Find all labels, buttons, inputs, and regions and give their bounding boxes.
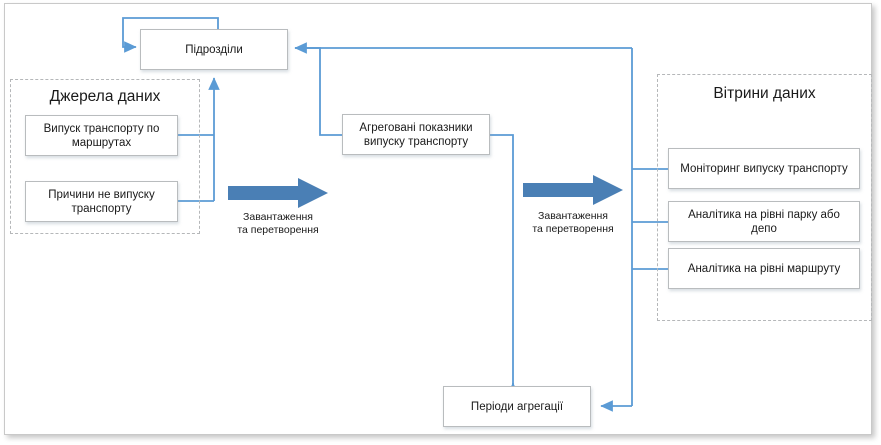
node-src-vypusk-transportu-po-marshrutakh[interactable]: Випуск транспорту по маршрутах	[25, 115, 178, 156]
node-pidrozdily[interactable]: Підрозділи	[140, 29, 288, 70]
etl-right-caption-line2: та перетворення	[532, 223, 614, 235]
node-mart-analityka-na-rivni-marshrutu[interactable]: Аналітика на рівні маршруту	[668, 248, 860, 289]
group-data-marts-title: Вітрини даних	[713, 85, 816, 102]
block-arrow-etl-right	[523, 175, 623, 205]
etl-left-caption-line2: та перетворення	[237, 224, 319, 236]
node-periody-ahrehatsii[interactable]: Періоди агрегації	[443, 386, 591, 427]
block-arrow-etl-left-caption: Завантаження та перетворення	[218, 211, 338, 237]
etl-left-caption-line1: Завантаження	[243, 211, 313, 223]
node-mart-monitorynh-vypusku-transportu[interactable]: Моніторинг випуску транспорту	[668, 148, 860, 189]
node-mart-analityka-na-rivni-parku-abo-depo[interactable]: Аналітика на рівні парку або депо	[668, 201, 860, 242]
group-data-sources-title: Джерела даних	[49, 88, 161, 105]
node-src-prychyny-ne-vypusku-transportu[interactable]: Причини не випуску транспорту	[25, 181, 178, 222]
wire-aggregated-to-right-trunk	[490, 134, 514, 406]
block-arrow-etl-left	[228, 178, 328, 208]
wire-aggregated-to-units	[294, 42, 342, 136]
etl-right-caption-line1: Завантаження	[538, 210, 608, 222]
block-arrow-etl-right-caption: Завантаження та перетворення	[513, 210, 633, 236]
group-data-sources	[10, 79, 200, 234]
group-data-marts	[657, 74, 872, 321]
node-ahrehovani-pokaznyky-vypusku-transportu[interactable]: Агреговані показники випуску транспорту	[342, 114, 490, 155]
